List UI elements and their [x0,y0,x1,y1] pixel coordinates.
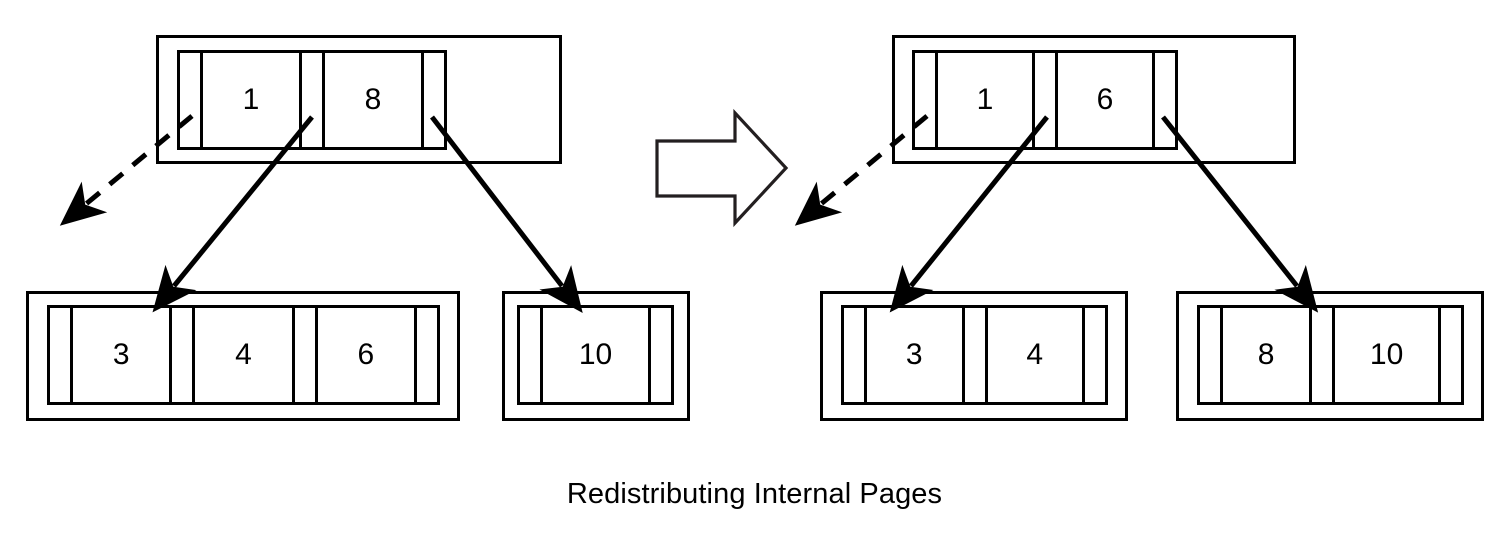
before-right-child-node-cells: 10 [517,305,674,405]
after-root-parent-pointer-arrow [794,114,929,226]
node-key-cell: 4 [192,305,295,405]
node-key-cell: 6 [1055,50,1155,150]
before-arrow-root-to-left-child [152,115,314,313]
node-key-cell: 3 [864,305,965,405]
node-key-cell: 10 [540,305,651,405]
node-pointer-cell [841,305,867,405]
transform-block-arrow-icon [655,108,789,228]
node-pointer-cell [1438,305,1464,405]
node-key-cell: 4 [984,305,1085,405]
node-pointer-cell [413,305,440,405]
node-pointer-cell [961,305,988,405]
before-arrow-root-to-right-child [430,115,583,313]
diagram-caption: Redistributing Internal Pages [566,478,943,510]
before-root-parent-pointer-arrow [59,114,194,226]
node-key-cell: 10 [1332,305,1441,405]
node-pointer-cell [1082,305,1108,405]
after-arrow-root-to-right-child [1161,115,1319,313]
node-key-cell: 8 [1220,305,1313,405]
node-pointer-cell [912,50,938,150]
node-key-cell: 8 [322,50,424,150]
node-pointer-cell [648,305,674,405]
after-arrow-root-to-left-child [889,115,1049,313]
node-key-cell: 1 [200,50,302,150]
